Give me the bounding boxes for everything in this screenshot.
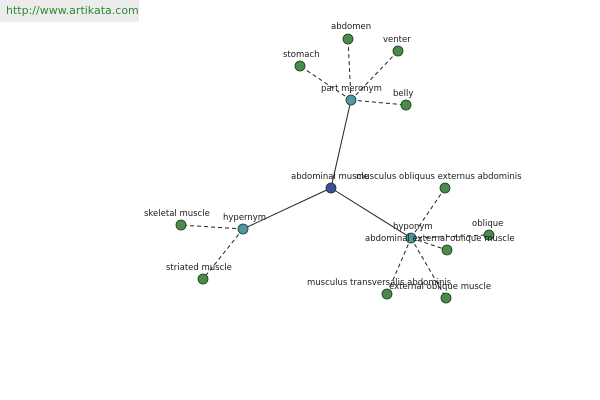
term-label-belly[interactable]: belly <box>393 89 413 99</box>
rel-meronym-node[interactable] <box>345 94 357 106</box>
term-label-stomach[interactable]: stomach <box>283 50 320 60</box>
term-node-striated[interactable] <box>197 273 209 285</box>
nodes-layer <box>175 33 495 304</box>
source-link[interactable]: http://www.artikata.com <box>6 4 139 17</box>
term-node-stomach[interactable] <box>294 60 306 72</box>
term-node-extobl[interactable] <box>440 292 452 304</box>
edge-rel-hypernym-t-striated <box>202 228 244 280</box>
term-label-oblique[interactable]: oblique <box>472 219 503 229</box>
edge-rel-hyponym-t-transv <box>386 237 412 295</box>
edge-rel-meronym-t-stomach <box>299 65 352 101</box>
term-node-oblique[interactable] <box>483 229 495 241</box>
edge-rel-hyponym-t-mobext <box>410 187 446 239</box>
term-node-venter[interactable] <box>392 45 404 57</box>
edges-layer <box>180 38 490 299</box>
rel-meronym-label[interactable]: part meronym <box>321 84 382 94</box>
term-label-abdext[interactable]: abdominal external oblique muscle <box>365 234 515 244</box>
edge-rel-hyponym-t-extobl <box>410 237 447 299</box>
edge-rel-hypernym-t-skeletal <box>180 224 244 230</box>
term-label-transv[interactable]: musculus transversalis abdominis <box>307 278 452 288</box>
term-label-striated[interactable]: striated muscle <box>166 263 232 273</box>
term-label-skeletal[interactable]: skeletal muscle <box>144 209 210 219</box>
labels-layer: abdominal muscle part meronym abdomen vente… <box>144 22 522 292</box>
edge-root-rel-hypernym <box>242 187 332 230</box>
rel-hyponym-label[interactable]: hyponym <box>393 222 433 232</box>
edge-root-rel-hyponym <box>330 187 412 239</box>
edge-rel-meronym-t-belly <box>350 99 407 106</box>
root-node-label[interactable]: abdominal muscle <box>291 172 369 182</box>
term-node-mobext[interactable] <box>439 182 451 194</box>
root-node[interactable] <box>325 182 337 194</box>
edge-rel-hyponym-t-oblique <box>410 234 490 239</box>
rel-hypernym-label[interactable]: hypernym <box>223 213 266 223</box>
edge-rel-hyponym-t-abdext <box>410 237 448 251</box>
term-label-venter[interactable]: venter <box>383 35 411 45</box>
term-label-extobl[interactable]: external oblique muscle <box>389 282 491 292</box>
term-node-skeletal[interactable] <box>175 219 187 231</box>
edge-root-rel-meronym <box>330 99 352 189</box>
term-label-mobext[interactable]: musculus obliquus externus abdominis <box>356 172 522 182</box>
term-label-abdomen[interactable]: abdomen <box>331 22 371 32</box>
source-bar: http://www.artikata.com <box>0 0 139 22</box>
edge-rel-meronym-t-abdomen <box>347 38 352 101</box>
term-node-abdomen[interactable] <box>342 33 354 45</box>
term-node-abdext[interactable] <box>441 244 453 256</box>
rel-hyponym-node[interactable] <box>405 232 417 244</box>
edge-rel-meronym-t-venter <box>350 50 399 101</box>
term-node-transv[interactable] <box>381 288 393 300</box>
rel-hypernym-node[interactable] <box>237 223 249 235</box>
term-node-belly[interactable] <box>400 99 412 111</box>
